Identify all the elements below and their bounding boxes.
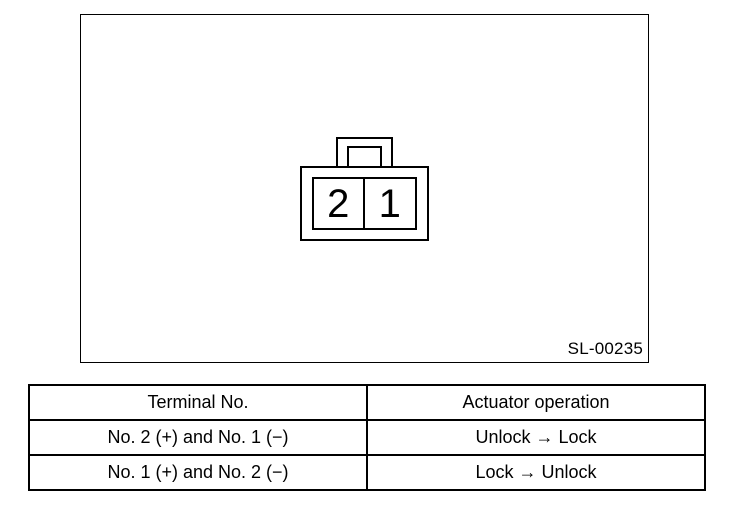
terminal-2-cell: 2 [314, 179, 365, 228]
header-actuator-operation: Actuator operation [366, 384, 706, 421]
table-row: No. 1 (+) and No. 2 (−) Lock → Unlock [28, 454, 706, 491]
table-header-row: Terminal No. Actuator operation [28, 384, 706, 421]
connector-terminal-cavities: 2 1 [312, 177, 417, 230]
operation-cell: Lock → Unlock [366, 454, 706, 491]
table-row: No. 2 (+) and No. 1 (−) Unlock → Lock [28, 419, 706, 456]
actuator-operation-table: Terminal No. Actuator operation No. 2 (+… [28, 384, 706, 491]
header-terminal-no: Terminal No. [28, 384, 368, 421]
connector-body-outline: 2 1 [300, 166, 429, 241]
terminal-combination-cell: No. 1 (+) and No. 2 (−) [28, 454, 368, 491]
terminal-combination-cell: No. 2 (+) and No. 1 (−) [28, 419, 368, 456]
connector-lock-tab-inner [347, 146, 382, 168]
operation-cell: Unlock → Lock [366, 419, 706, 456]
figure-code-label: SL-00235 [567, 339, 643, 358]
terminal-1-cell: 1 [378, 181, 401, 226]
